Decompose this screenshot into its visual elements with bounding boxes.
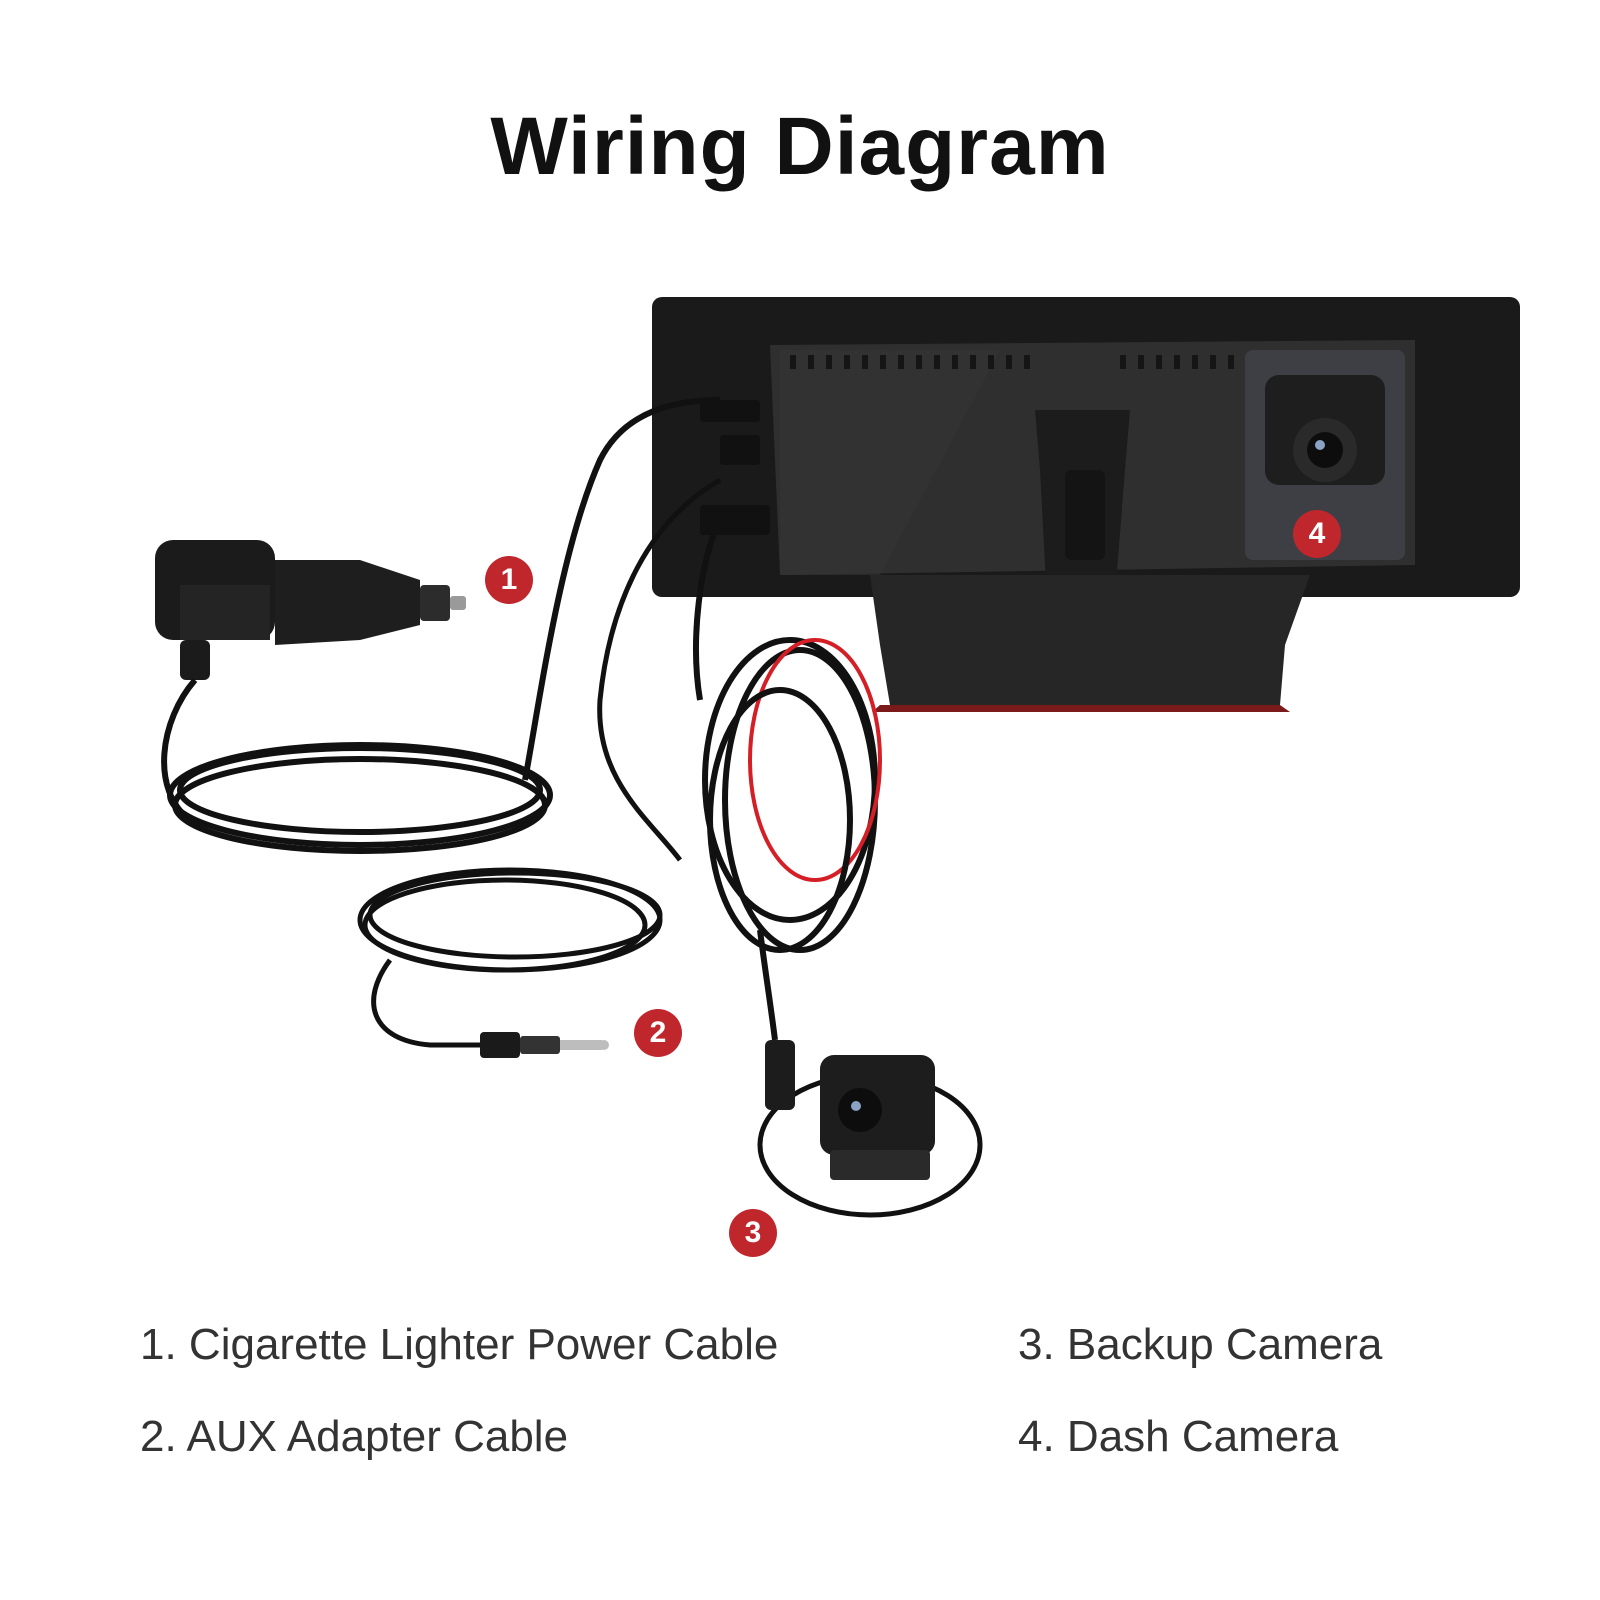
callout-badge-1: 1 xyxy=(485,556,533,604)
legend-item-power-cable: 1. Cigarette Lighter Power Cable xyxy=(140,1320,779,1369)
legend-item-backup-camera: 3. Backup Camera xyxy=(1018,1320,1383,1369)
page-title: Wiring Diagram xyxy=(490,101,1110,192)
callout-badge-4: 4 xyxy=(1293,510,1341,558)
legend-item-aux-cable: 2. AUX Adapter Cable xyxy=(140,1412,569,1461)
aux-jack xyxy=(480,1032,609,1058)
backup-camera xyxy=(757,1040,983,1218)
aux-cable-coil xyxy=(357,477,722,1048)
backup-camera-cable-coil xyxy=(693,518,882,1041)
monitor-unit xyxy=(652,297,1520,712)
callout-badge-2: 2 xyxy=(634,1009,682,1057)
cigarette-lighter-plug xyxy=(155,540,466,680)
callout-badge-3: 3 xyxy=(729,1209,777,1257)
legend-item-dash-camera: 4. Dash Camera xyxy=(1018,1412,1339,1461)
power-cable-coil xyxy=(161,397,721,854)
